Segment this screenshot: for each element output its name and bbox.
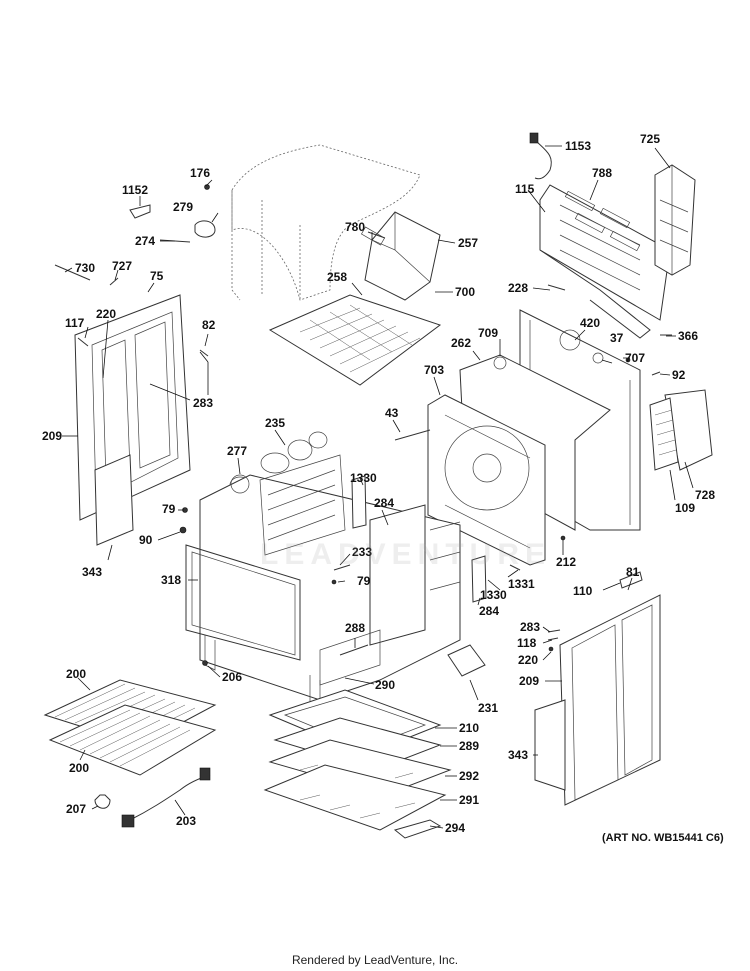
part-label: 366 — [678, 329, 698, 343]
oven-cavity — [185, 454, 461, 726]
part-label: 81 — [626, 565, 640, 579]
part-label: 228 — [508, 281, 528, 295]
part-label: 258 — [327, 270, 347, 284]
rear-vent-assembly — [649, 389, 713, 471]
part-label: 37 — [610, 331, 624, 345]
part-label: 283 — [193, 396, 213, 410]
part-label: 707 — [625, 351, 645, 365]
part-label: 118 — [517, 636, 537, 650]
part-label: 212 — [556, 555, 576, 569]
part-label: 43 — [385, 406, 399, 420]
bottom-bracket-294 — [393, 819, 442, 839]
part-label: 207 — [66, 802, 86, 816]
bottom-cover-291 — [263, 764, 447, 831]
part-label: 420 — [580, 316, 600, 330]
wire-harness — [529, 132, 552, 180]
part-label: 279 — [173, 200, 193, 214]
part-label: 220 — [96, 307, 116, 321]
part-label: 294 — [445, 821, 465, 835]
footer-credit: Rendered by LeadVenture, Inc. — [291, 953, 459, 967]
part-label: 284 — [374, 496, 394, 510]
part-label: 730 — [75, 261, 95, 275]
part-label: 727 — [112, 259, 132, 273]
part-label: 728 — [695, 488, 715, 502]
power-cord — [121, 767, 211, 828]
part-label: 257 — [458, 236, 478, 250]
part-label: 725 — [640, 132, 660, 146]
right-side-panel — [534, 594, 661, 806]
oven-racks — [43, 679, 217, 776]
bracket-231 — [447, 644, 486, 677]
part-label: 233 — [352, 545, 372, 559]
part-label: 209 — [42, 429, 62, 443]
part-label: 115 — [515, 182, 535, 196]
part-label: 200 — [66, 667, 86, 681]
part-label: 703 — [424, 363, 444, 377]
part-label: 210 — [459, 721, 479, 735]
part-label: 262 — [451, 336, 471, 350]
part-label: 274 — [135, 234, 155, 248]
side-shield — [654, 164, 696, 276]
part-label: 79 — [357, 574, 371, 588]
part-label: 117 — [65, 316, 85, 330]
part-label: 79 — [162, 502, 176, 516]
part-label: 1152 — [122, 183, 148, 197]
watermark-logo: LEADVENTURE — [260, 538, 552, 571]
part-label: 788 — [592, 166, 612, 180]
part-label: 343 — [82, 565, 102, 579]
part-label: 289 — [459, 739, 479, 753]
part-label: 277 — [227, 444, 247, 458]
back-panel — [539, 184, 671, 339]
leader-lines — [62, 145, 694, 829]
part-label: 82 — [202, 318, 216, 332]
burner-box — [360, 211, 441, 301]
part-label: 231 — [478, 701, 498, 715]
part-label: 288 — [345, 621, 365, 635]
part-label: 235 — [265, 416, 285, 430]
oven-top-plate — [268, 294, 442, 386]
part-label: 200 — [69, 761, 89, 775]
part-label: 1330 — [480, 588, 507, 602]
part-label: 292 — [459, 769, 479, 783]
left-side-panel — [74, 294, 191, 521]
part-label: 780 — [345, 220, 365, 234]
part-label: 90 — [139, 533, 153, 547]
part-label: 209 — [519, 674, 539, 688]
part-label: 343 — [508, 748, 528, 762]
part-label: 176 — [190, 166, 210, 180]
part-labels: 1153 725 788 115 176 1152 279 274 780 25… — [42, 132, 715, 835]
clamp-207 — [94, 794, 111, 809]
part-label: 220 — [518, 653, 538, 667]
art-number: (ART NO. WB15441 C6) — [602, 832, 724, 844]
part-label: 291 — [459, 793, 479, 807]
top-cover — [231, 144, 421, 301]
part-label: 1153 — [565, 139, 591, 153]
part-label: 290 — [375, 678, 395, 692]
part-label: 75 — [150, 269, 164, 283]
part-label: 110 — [573, 584, 593, 598]
part-label: 318 — [161, 573, 181, 587]
part-label: 1331 — [508, 577, 535, 591]
part-label: 206 — [222, 670, 242, 684]
part-label: 203 — [176, 814, 196, 828]
part-label: 709 — [478, 326, 498, 340]
insulation-left — [94, 454, 134, 546]
part-label: 284 — [479, 604, 499, 618]
part-label: 700 — [455, 285, 475, 299]
part-label: 109 — [675, 501, 695, 515]
part-label: 1330 — [350, 471, 377, 485]
part-label: 283 — [520, 620, 540, 634]
part-label: 92 — [672, 368, 686, 382]
